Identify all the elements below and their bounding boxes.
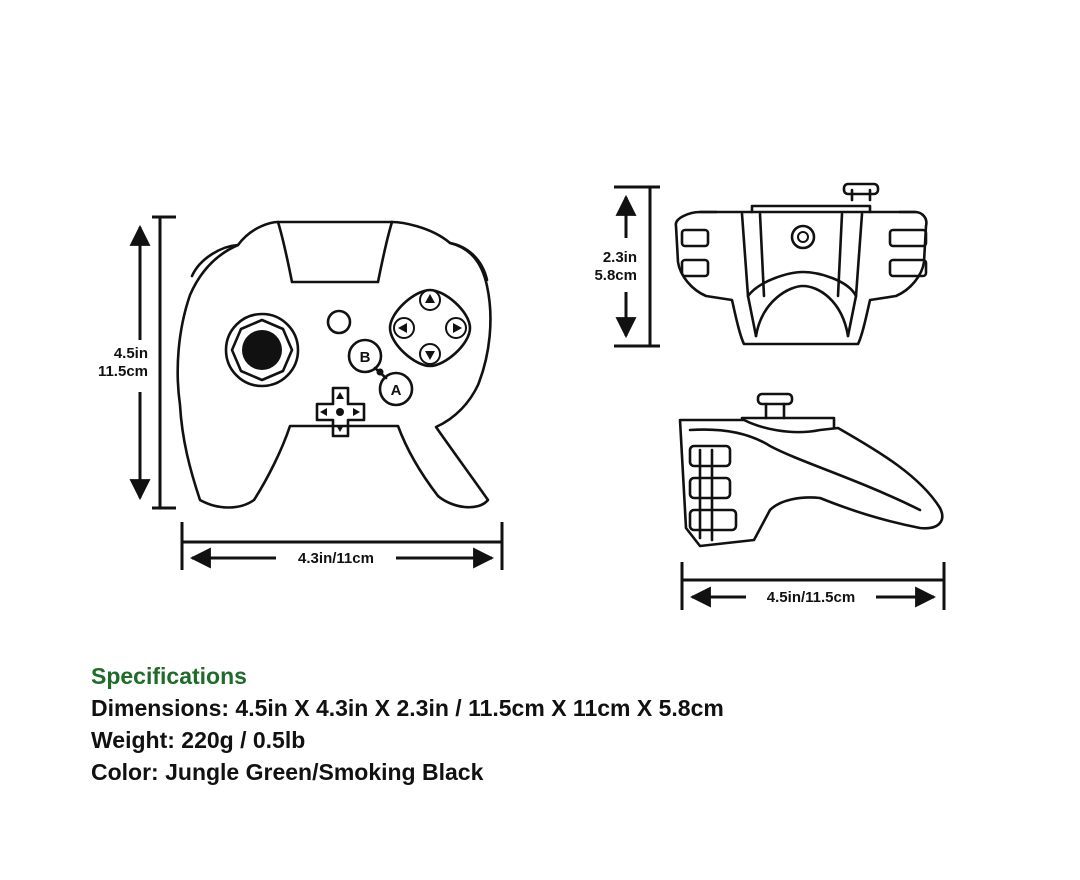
right-shoulder-bumper	[448, 241, 489, 282]
width-label: 4.3in/11cm	[298, 550, 374, 567]
top-view-drawing	[674, 182, 928, 346]
spec-color: Color: Jungle Green/Smoking Black	[91, 759, 484, 785]
specifications-section: Specifications Dimensions: 4.5in X 4.3in…	[91, 660, 991, 788]
controller-dimension-diagram: B A	[98, 182, 946, 610]
spec-dimensions: Dimensions: 4.5in X 4.3in X 2.3in / 11.5…	[91, 695, 724, 721]
side-view-body	[678, 418, 944, 548]
start-button	[326, 309, 352, 335]
length-label: 4.5in/11.5cm	[767, 589, 855, 606]
depth-label-in: 2.3in	[603, 249, 637, 266]
height-dimension: 4.5in 11.5cm	[98, 215, 176, 510]
arrow-button-cluster	[388, 288, 472, 368]
controller-body-outline	[176, 220, 492, 509]
button-b: B	[347, 338, 383, 374]
top-center-ridge	[276, 220, 394, 284]
depth-label-cm: 5.8cm	[594, 267, 637, 284]
spec-weight: Weight: 220g / 0.5lb	[91, 727, 306, 753]
height-label-in: 4.5in	[114, 345, 148, 362]
specifications-heading: Specifications	[91, 663, 247, 689]
button-a: A	[378, 371, 414, 407]
button-a-label: A	[391, 382, 402, 399]
front-view-drawing: B A	[176, 220, 492, 509]
d-pad	[315, 386, 366, 438]
height-label-cm: 11.5cm	[98, 363, 148, 380]
left-shoulder-bumper	[190, 243, 240, 278]
button-b-label: B	[360, 349, 371, 366]
width-dimension: 4.3in/11cm	[180, 522, 504, 570]
side-view-drawing	[678, 392, 944, 548]
length-dimension: 4.5in/11.5cm	[680, 562, 946, 610]
depth-dimension: 2.3in 5.8cm	[594, 185, 660, 348]
thumbstick	[224, 312, 300, 388]
top-view-body	[674, 210, 928, 346]
